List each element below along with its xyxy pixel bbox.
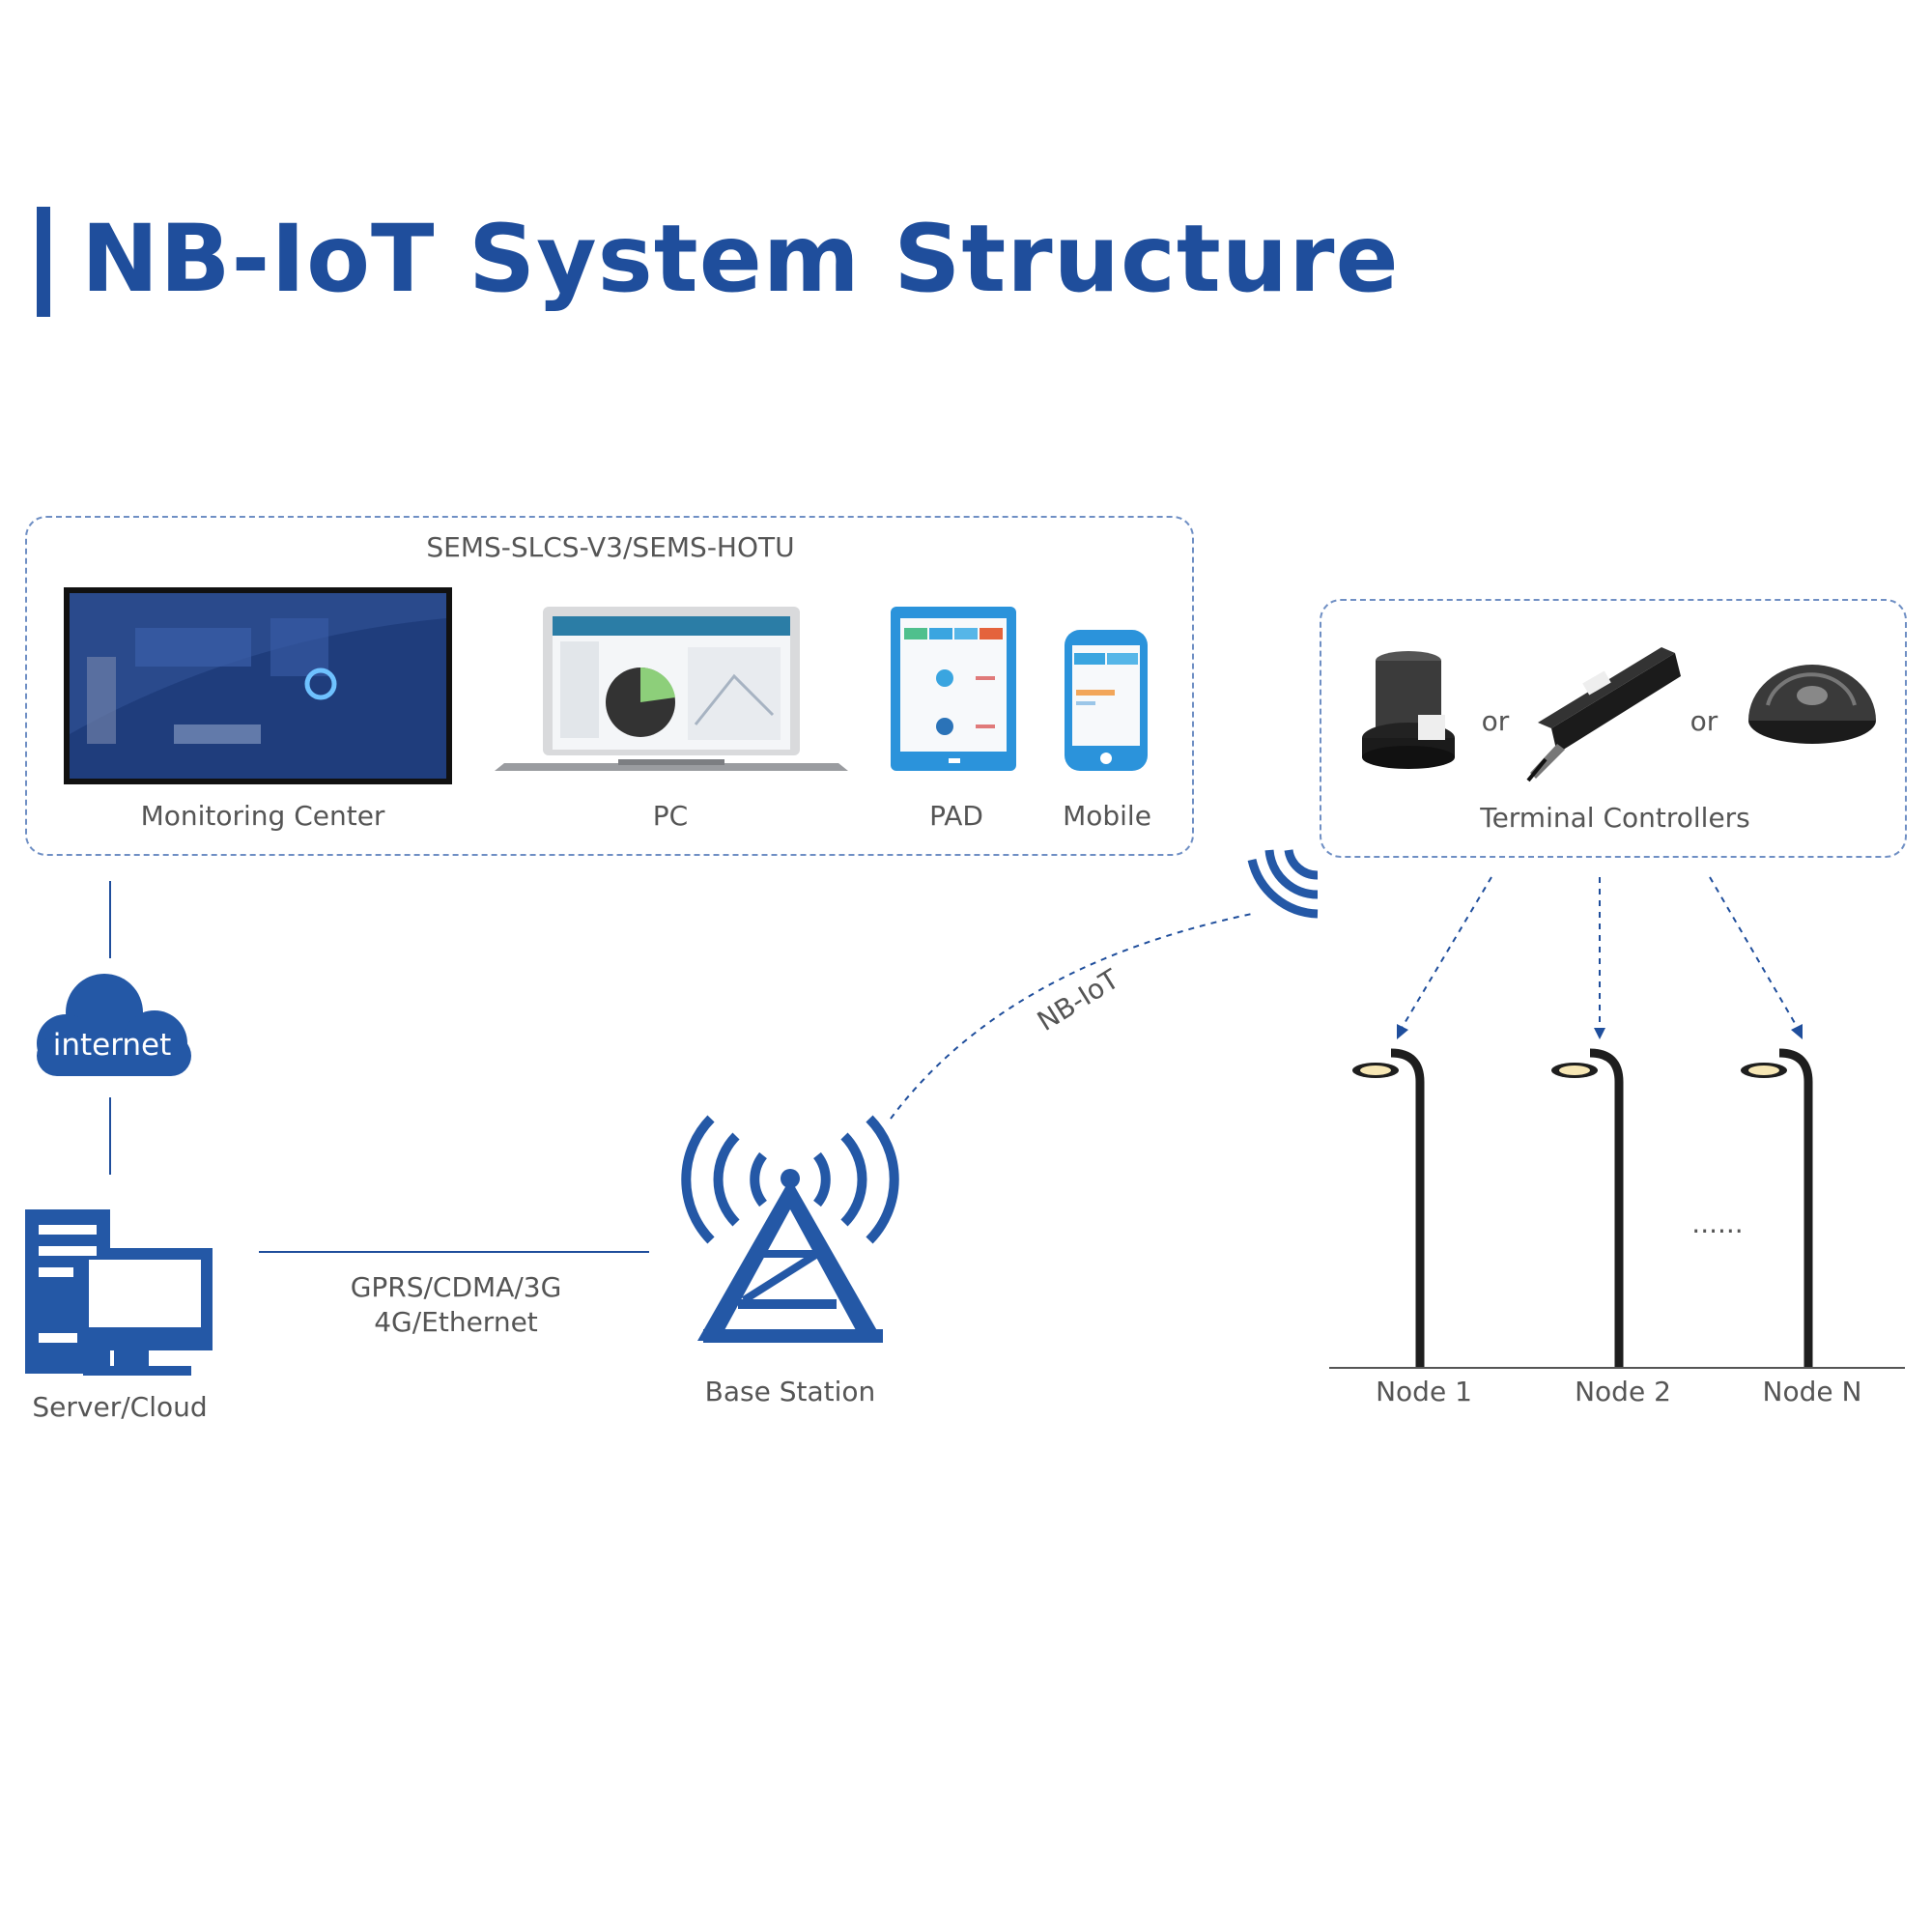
base-station-label: Base Station [704, 1376, 876, 1407]
terminal-group-box [1320, 599, 1907, 858]
street-light-node-2 [1551, 1048, 1624, 1368]
tablet-image [891, 607, 1016, 771]
street-light-node-1 [1352, 1048, 1425, 1368]
client-group-label: SEMS-SLCS-V3/SEMS-HOTU [426, 531, 795, 563]
node-n-label: Node N [1762, 1376, 1862, 1407]
title-accent-bar [37, 207, 50, 317]
wireless-signal-icon [1247, 849, 1319, 919]
controller-dome-image [1748, 665, 1876, 744]
monitoring-center-image [64, 587, 452, 784]
node-2-label: Node 2 [1575, 1376, 1671, 1407]
terminal-group-label: Terminal Controllers [1480, 802, 1750, 834]
nbiot-link-arc [890, 913, 1253, 1120]
or-separator-2: or [1690, 705, 1718, 737]
or-separator-1: or [1481, 705, 1510, 737]
pad-label: PAD [929, 800, 983, 832]
cloud-icon [37, 974, 191, 1076]
pc-label: PC [652, 800, 689, 832]
street-light-node-n [1741, 1048, 1813, 1368]
cloud-label: internet [52, 1028, 172, 1063]
server-label: Server/Cloud [32, 1391, 208, 1423]
controller-photocell-image [1362, 651, 1455, 769]
base-station-icon [681, 1115, 899, 1343]
server-icon [25, 1209, 213, 1376]
mobile-label: Mobile [1063, 800, 1151, 832]
page-title: NB-IoT System Structure [81, 205, 1400, 313]
mobile-image [1065, 630, 1148, 771]
link-label-line1: GPRS/CDMA/3G [350, 1271, 562, 1303]
controller-box-image [1526, 647, 1681, 782]
nodes-ellipsis: ...... [1691, 1208, 1744, 1239]
monitoring-center-label: Monitoring Center [140, 800, 385, 832]
node-arrows [1400, 876, 1800, 1031]
node-1-label: Node 1 [1376, 1376, 1472, 1407]
link-label-line2: 4G/Ethernet [374, 1306, 538, 1338]
client-group-box [25, 516, 1194, 856]
laptop-image [495, 607, 848, 771]
